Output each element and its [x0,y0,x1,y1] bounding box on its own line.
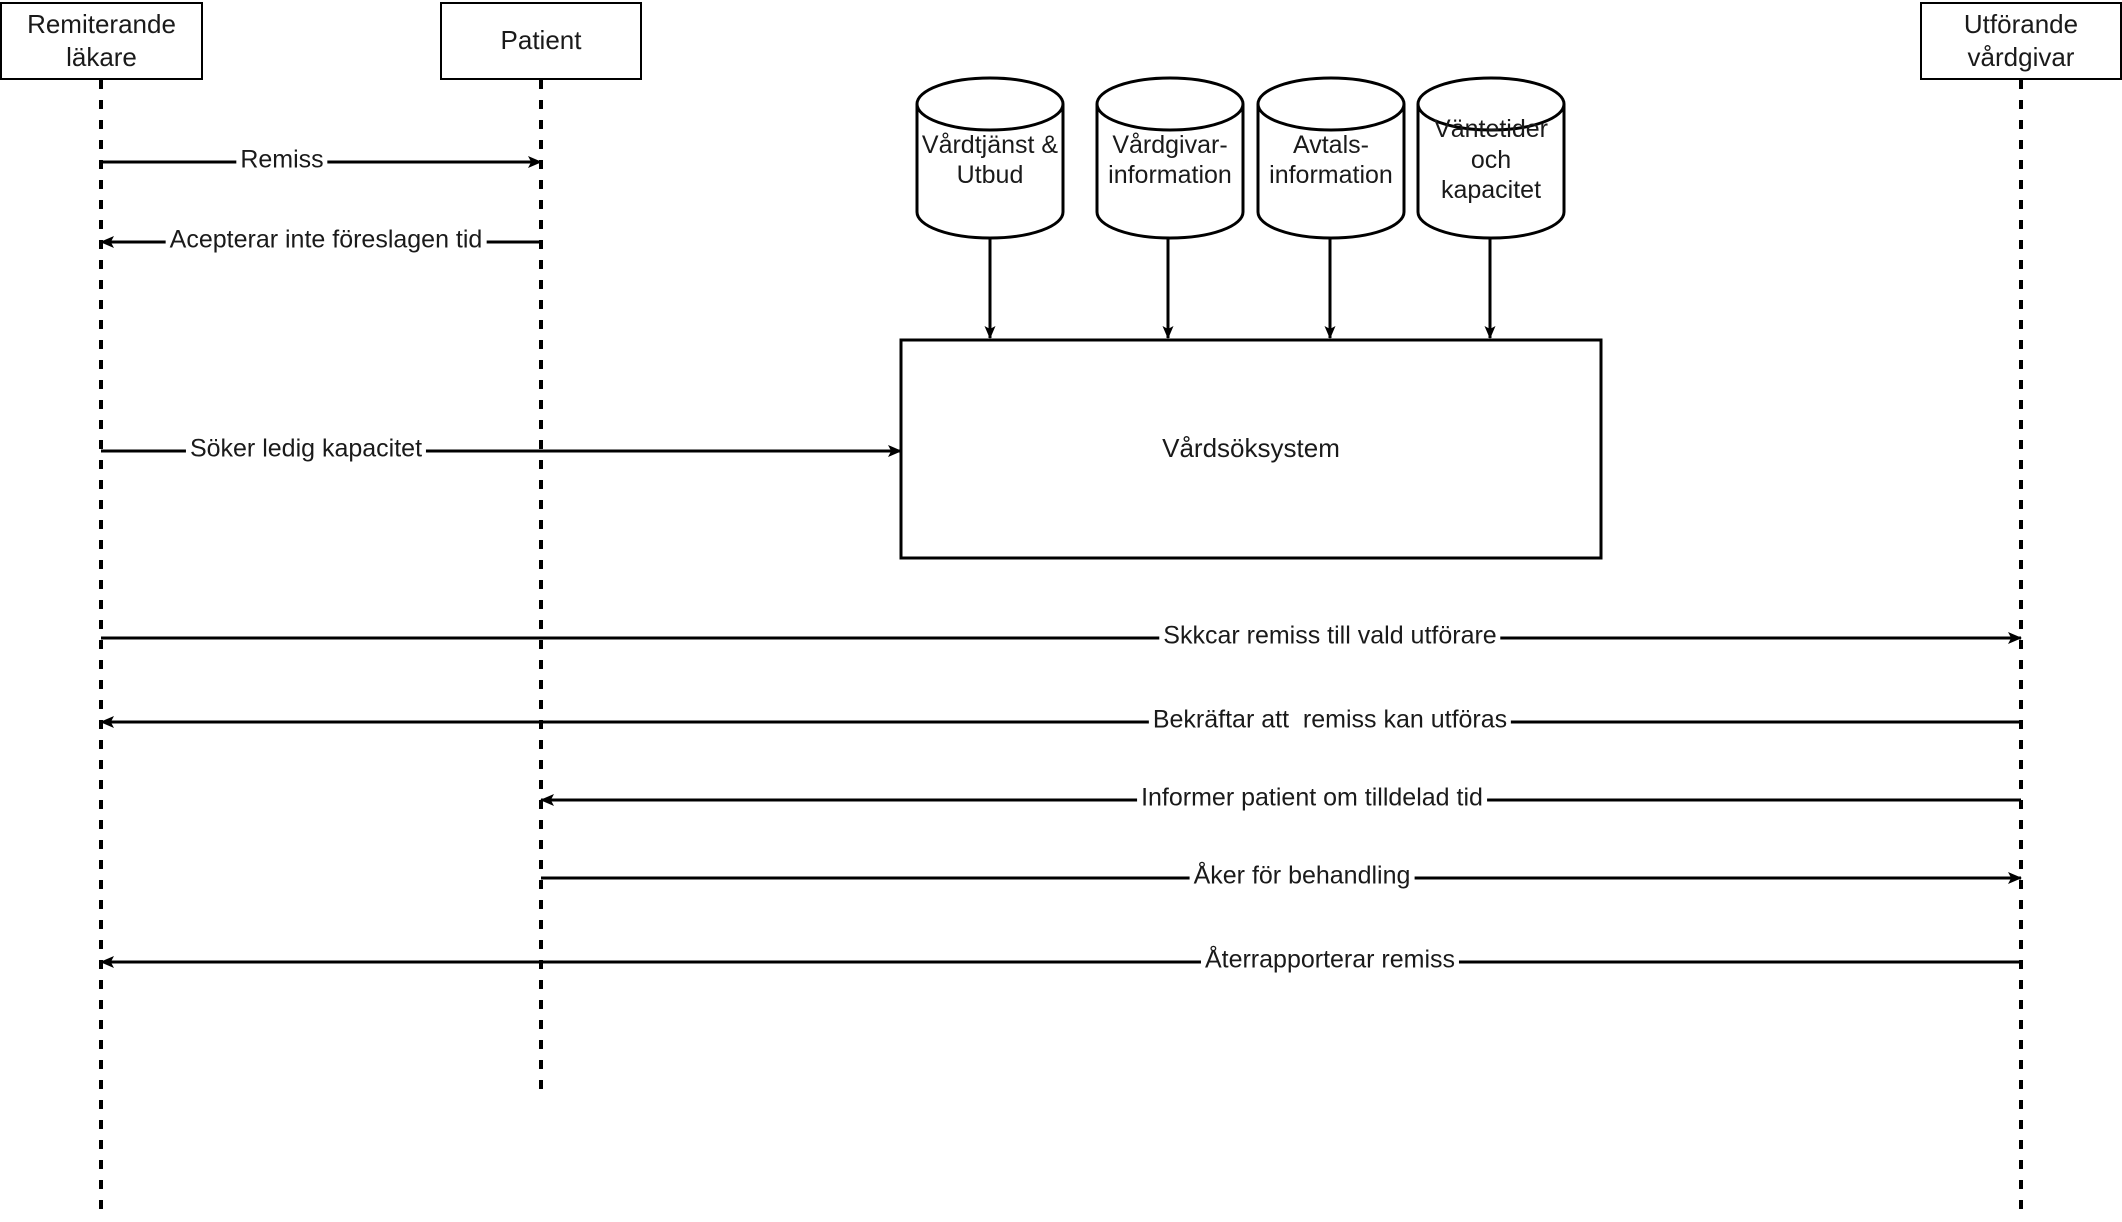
datastore-cylinder-avtals-information[interactable] [1256,76,1406,240]
datastore-arrows-group [984,238,1496,339]
datastore-cylinder-vantetider-kapacitet[interactable] [1416,76,1566,240]
datastore-cylinder-vardtjanst-utbud[interactable] [915,76,1065,240]
datastore-cylinder-cap-vantetider-kapacitet [1416,103,1566,132]
message-label-bekraftar-att-remiss-kan-utforas: Bekräftar att remiss kan utföras [1148,707,1512,733]
message-label-aker-for-behandling: Åker för behandling [1189,863,1415,889]
message-arrows-group [100,156,2022,968]
message-label-informer-patient-om-tilldelad-tid: Informer patient om tilldelad tid [1137,785,1487,811]
datastore-cylinder-cap-vardgivar-information [1095,103,1245,132]
message-label-remiss: Remiss [236,147,328,173]
datastore-shapes-group [915,76,1566,240]
message-label-skkcar-remiss-till-vald-utforare: Skkcar remiss till vald utförare [1159,623,1501,649]
system-box-label: Vårdsöksystem [1162,433,1340,463]
message-label-soker-ledig-kapacitet: Söker ledig kapacitet [185,436,427,462]
lifelines-group [99,80,2023,1216]
message-label-aterrapporterar-remiss: Återrapporterar remiss [1200,947,1460,973]
datastore-cylinder-cap-vardtjanst-utbud [915,103,1065,132]
actor-box-utforande-vardgivar[interactable]: Utförande vårdgivar [1920,2,2122,80]
actor-box-patient[interactable]: Patient [440,2,642,80]
datastore-cylinder-cap-avtals-information [1256,103,1406,132]
system-box-vardsoksystem[interactable] [899,338,1603,560]
datastore-cylinder-vardgivar-information[interactable] [1095,76,1245,240]
system-box-shape [899,338,1603,560]
message-label-acepterar-inte-foreslagen-tid: Acepterar inte föreslagen tid [165,227,487,253]
actor-box-remiterande-lakare[interactable]: Remiterande läkare [0,2,203,80]
